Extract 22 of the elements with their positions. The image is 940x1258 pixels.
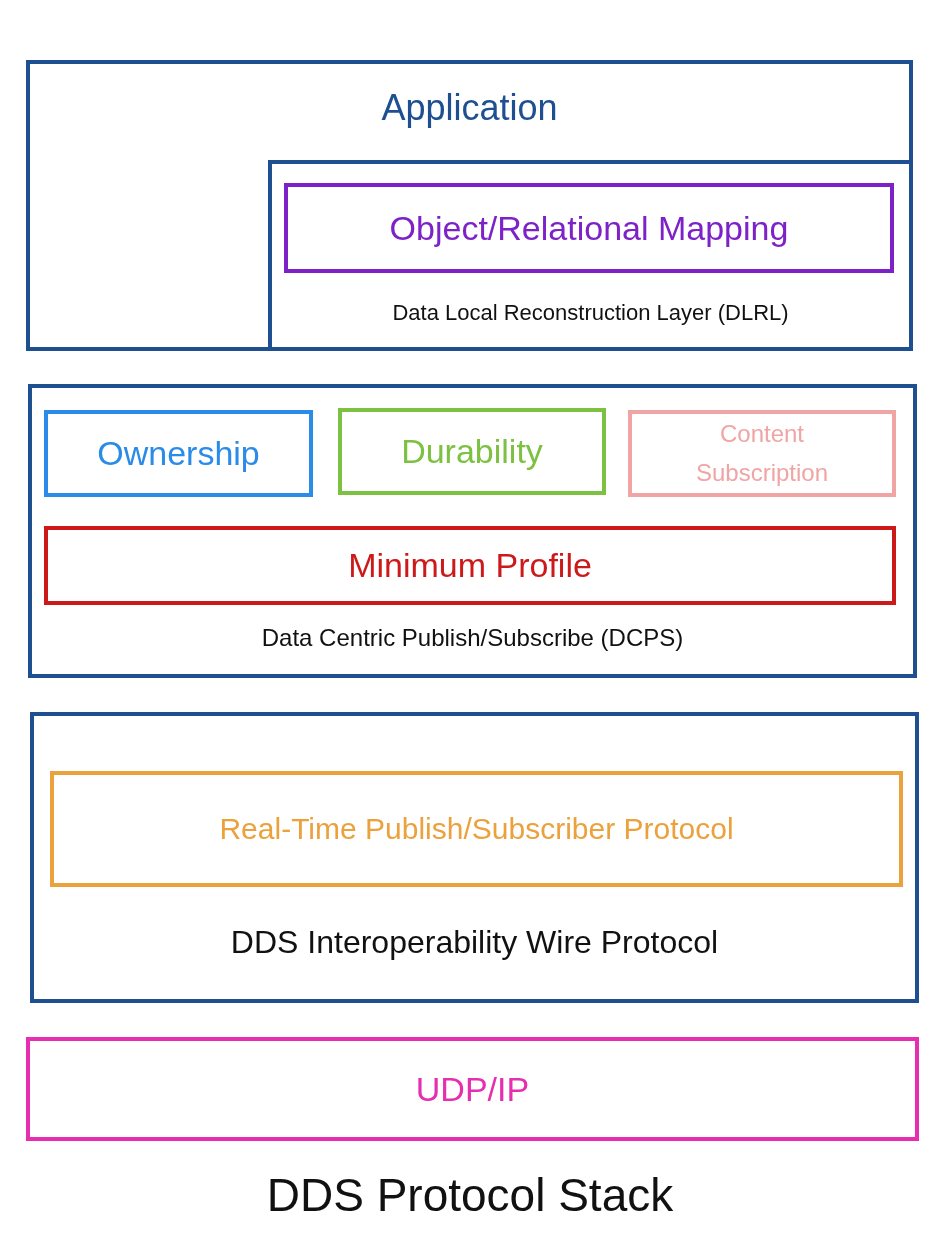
module-label: Durability	[401, 431, 543, 472]
protocol-box	[50, 771, 903, 887]
module-box	[44, 410, 313, 497]
layer-label: Data Local Reconstruction Layer (DLRL)	[392, 299, 789, 327]
diagram-caption: DDS Protocol Stack	[265, 1168, 675, 1223]
module-label: Content Subscription	[694, 419, 830, 488]
layer-box	[28, 384, 917, 678]
profile-label: Minimum Profile	[348, 545, 592, 586]
transport-box	[26, 1037, 919, 1141]
protocol-label: Real-Time Publish/Subscriber Protocol	[219, 811, 734, 847]
layer-box	[26, 60, 913, 351]
module-box	[284, 183, 894, 273]
layer-box	[30, 712, 919, 1003]
layer-label: Data Centric Publish/Subscribe (DCPS)	[261, 623, 684, 653]
layer-title: Application	[381, 86, 558, 130]
module-box	[628, 410, 896, 497]
transport-label: UDP/IP	[415, 1068, 530, 1110]
module-box	[338, 408, 606, 495]
module-label: Object/Relational Mapping	[389, 207, 789, 249]
layer-label: DDS Interoperability Wire Protocol	[230, 922, 719, 962]
profile-box	[44, 526, 896, 605]
module-label: Ownership	[97, 433, 260, 474]
